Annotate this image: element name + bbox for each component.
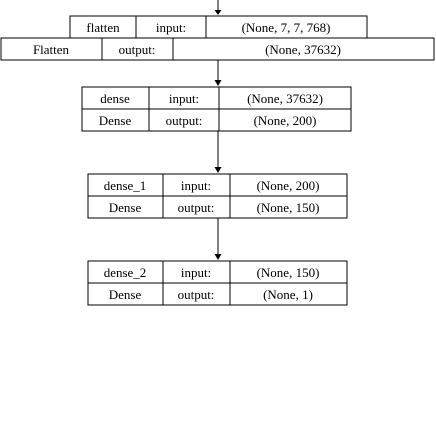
- input-shape: (None, 200): [257, 178, 320, 193]
- output-shape: (None, 37632): [265, 42, 341, 57]
- edge-dense_1-to-dense_2: [214, 218, 222, 260]
- input-label: input:: [181, 178, 211, 193]
- input-shape: (None, 150): [257, 265, 320, 280]
- layer-name: dense: [100, 91, 130, 106]
- output-label: output:: [166, 113, 203, 128]
- layer-type: Dense: [109, 200, 142, 215]
- layer-name: flatten: [86, 20, 120, 35]
- input-shape: (None, 37632): [247, 91, 323, 106]
- layer-type: Flatten: [33, 42, 70, 57]
- output-shape: (None, 200): [254, 113, 317, 128]
- output-shape: (None, 1): [263, 287, 313, 302]
- arrowhead-icon: [214, 254, 222, 260]
- layer-node-dense: dense input: (None, 37632) Dense output:…: [81, 86, 352, 132]
- layer-node-dense_2: dense_2 input: (None, 150) Dense output:…: [87, 260, 348, 306]
- edge-dense-to-dense_1: [214, 131, 222, 173]
- arrowhead-icon: [214, 80, 222, 86]
- layer-type: Dense: [109, 287, 142, 302]
- edge-flatten-to-dense: [214, 60, 222, 86]
- output-label: output:: [178, 287, 215, 302]
- layer-node-dense_1: dense_1 input: (None, 200) Dense output:…: [87, 173, 348, 219]
- layer-name: dense_2: [104, 265, 147, 280]
- layer-node-flatten: flatten input: (None, 7, 7, 768) Flatten…: [0, 15, 435, 61]
- output-label: output:: [119, 42, 156, 57]
- input-label: input:: [156, 20, 186, 35]
- output-shape: (None, 150): [257, 200, 320, 215]
- input-label: input:: [181, 265, 211, 280]
- input-label: input:: [169, 91, 199, 106]
- layer-type: Dense: [99, 113, 132, 128]
- arrowhead-icon: [214, 10, 222, 15]
- edge-input-to-flatten: [214, 0, 222, 15]
- arrowhead-icon: [214, 167, 222, 173]
- input-shape: (None, 7, 7, 768): [242, 20, 331, 35]
- output-label: output:: [178, 200, 215, 215]
- layer-name: dense_1: [104, 178, 147, 193]
